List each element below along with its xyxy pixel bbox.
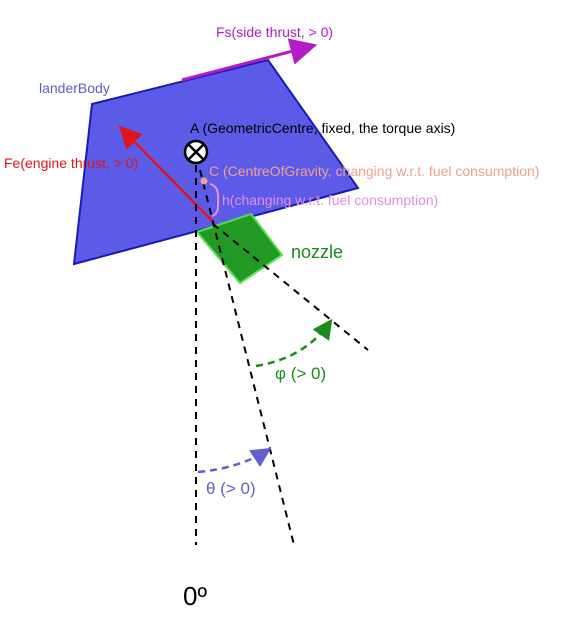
engine-thrust-label: Fe(engine thrust, > 0) bbox=[4, 155, 138, 171]
theta-label: θ (> 0) bbox=[206, 479, 256, 498]
phi-label: φ (> 0) bbox=[275, 364, 326, 383]
side-thrust-arrow bbox=[181, 38, 318, 82]
zero-degree-label: 0º bbox=[183, 581, 207, 611]
circle-x-icon bbox=[183, 139, 209, 165]
lander-body-label: landerBody bbox=[39, 80, 110, 96]
point-a-label: A (GeometricCentre, fixed, the torque ax… bbox=[190, 120, 455, 136]
h-label: h(changing w.r.t. fuel consumption) bbox=[222, 192, 438, 208]
phi-arc bbox=[255, 318, 333, 368]
nozzle bbox=[195, 212, 284, 285]
side-thrust-label: Fs(side thrust, > 0) bbox=[216, 24, 333, 40]
engine-thrust-arrow bbox=[118, 125, 214, 223]
nozzle-label: nozzle bbox=[291, 242, 343, 262]
theta-arc bbox=[197, 447, 272, 474]
h-bracket bbox=[209, 183, 219, 217]
lander-body bbox=[72, 58, 360, 266]
centre-of-gravity-point bbox=[200, 177, 208, 185]
point-c-label: C (CentreOfGravity, changing w.r.t. fuel… bbox=[209, 163, 539, 179]
